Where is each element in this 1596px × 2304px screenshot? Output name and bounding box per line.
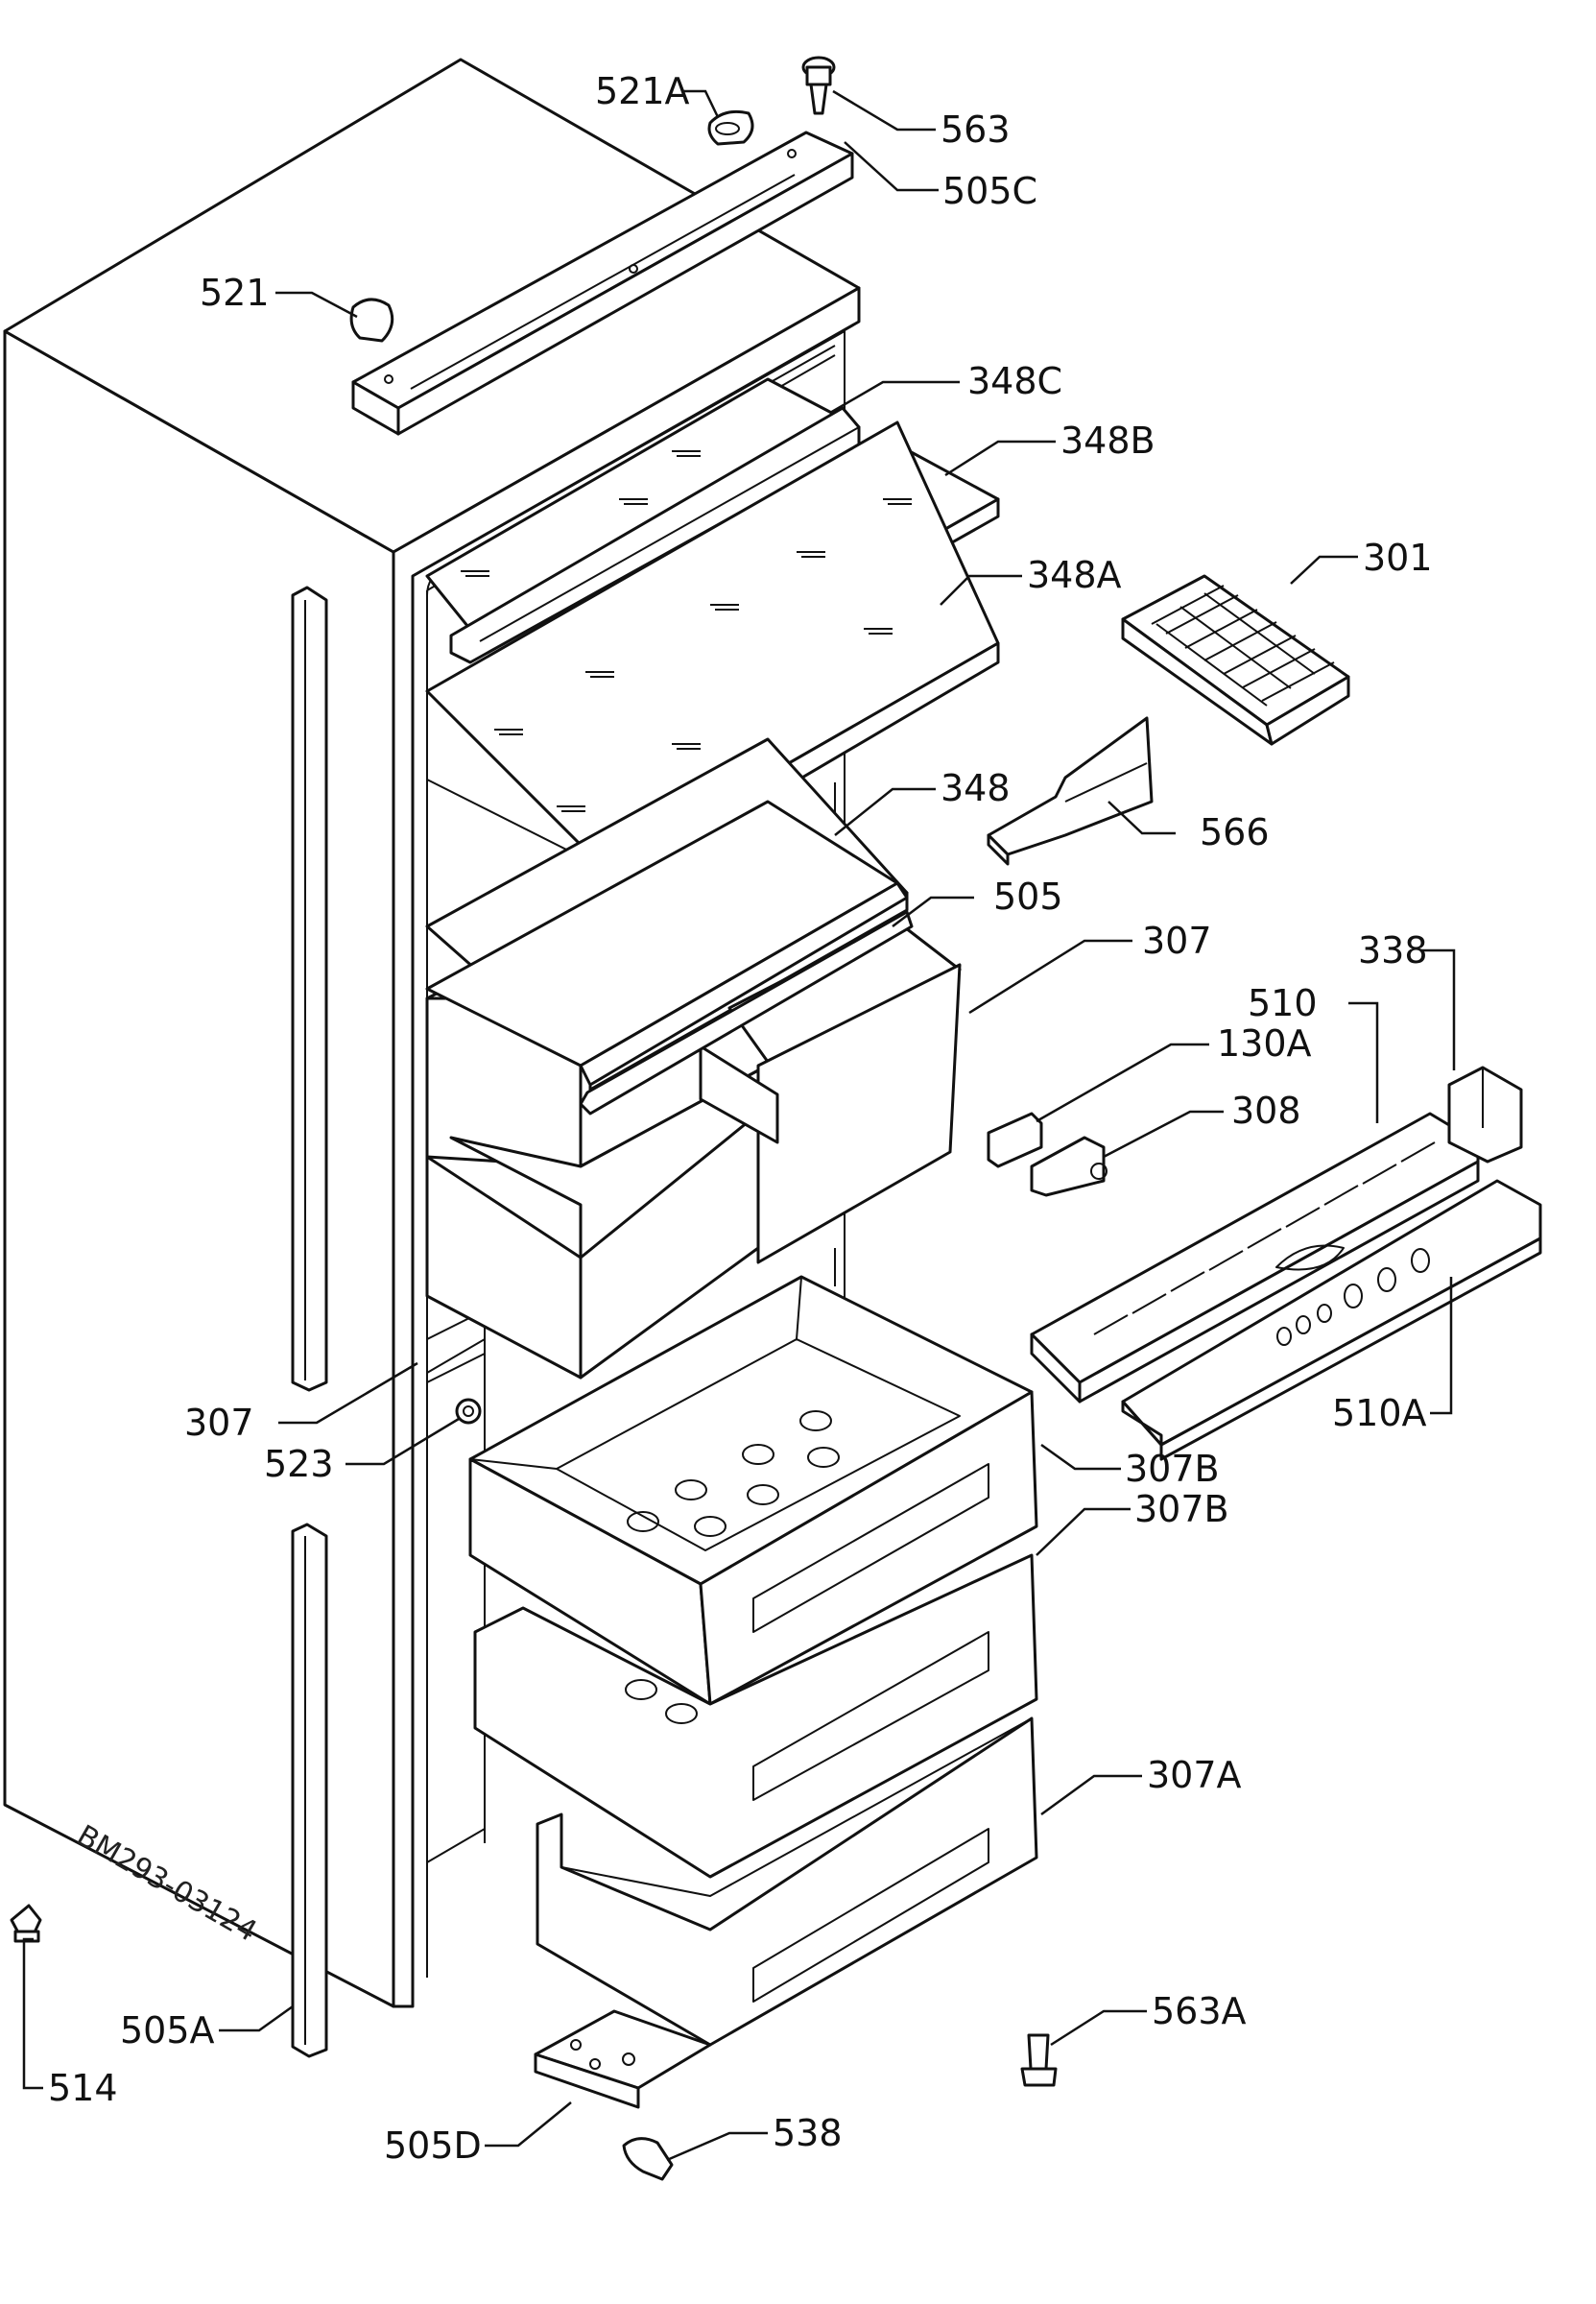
label-521A: 521A <box>595 70 690 112</box>
label-510A: 510A <box>1332 1392 1427 1434</box>
label-301: 301 <box>1363 537 1433 579</box>
label-510: 510 <box>1248 982 1318 1024</box>
shelf-348C <box>425 377 861 664</box>
label-338: 338 <box>1358 929 1428 972</box>
label-308: 308 <box>1231 1090 1301 1132</box>
label-521: 521 <box>200 272 270 314</box>
label-348: 348 <box>941 767 1011 809</box>
label-348C: 348C <box>967 360 1062 402</box>
label-307-top: 307 <box>1142 920 1212 962</box>
door-stop-521 <box>349 298 394 343</box>
label-348B: 348B <box>1060 420 1155 462</box>
panel-cover-510A <box>1121 1179 1542 1461</box>
label-307b-lower: 307B <box>1125 1448 1220 1490</box>
label-505A: 505A <box>120 2009 215 2052</box>
end-cap-338 <box>1447 1066 1523 1164</box>
hinge-308 <box>1030 1136 1108 1197</box>
stud-523 <box>455 1398 482 1425</box>
label-523: 523 <box>264 1443 334 1485</box>
freezer-basket-307B-top <box>468 1275 1038 1706</box>
label-538: 538 <box>773 2112 843 2154</box>
bottom-hinge-505D <box>534 2009 712 2109</box>
label-563A: 563A <box>1152 1990 1247 2032</box>
label-307A: 307A <box>1147 1754 1242 1796</box>
ice-tray-301 <box>1121 574 1350 746</box>
glass-cover-505 <box>425 800 914 1116</box>
foot-514 <box>10 1904 42 1943</box>
label-307-left: 307 <box>184 1402 254 1444</box>
door-stop-538 <box>622 2137 674 2181</box>
label-505: 505 <box>993 876 1063 918</box>
hinge-pin-563 <box>801 56 836 115</box>
door-stop-521A <box>707 109 754 146</box>
label-505C: 505C <box>942 170 1037 212</box>
label-505D: 505D <box>384 2124 482 2167</box>
freezer-basket-307A-bottom <box>536 1716 1038 2047</box>
label-514: 514 <box>48 2067 118 2109</box>
label-130A: 130A <box>1217 1022 1312 1065</box>
label-563: 563 <box>941 108 1011 151</box>
label-566: 566 <box>1200 811 1270 853</box>
leader-lines <box>22 89 1456 2162</box>
label-348A: 348A <box>1027 554 1122 596</box>
ice-scraper-566 <box>987 716 1154 866</box>
hinge-pin-563A <box>1020 2033 1058 2087</box>
freezer-basket-307B-middle <box>473 1553 1038 1879</box>
drawer-307-right <box>699 920 962 1264</box>
clip-130A <box>987 1112 1043 1168</box>
door-seal-strip <box>291 586 328 2058</box>
top-hinge-bar-505C <box>351 131 854 436</box>
label-307B: 307B <box>1134 1488 1229 1530</box>
